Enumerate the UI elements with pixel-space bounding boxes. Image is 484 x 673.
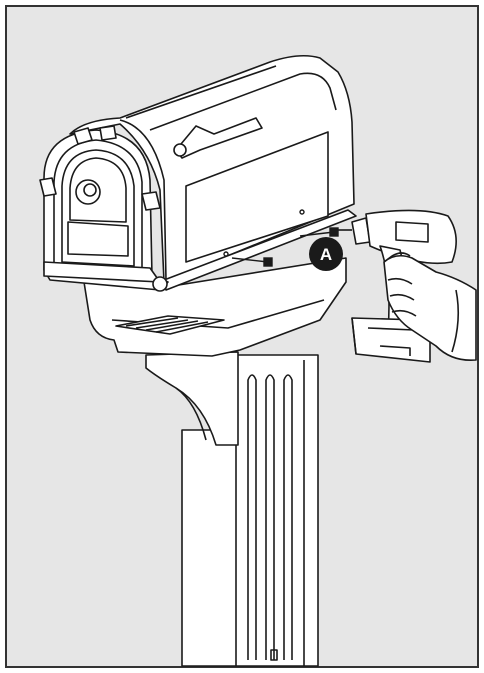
mailbox-door [39, 125, 169, 292]
mailbox-base [83, 257, 347, 357]
hand [383, 252, 477, 362]
callout-a: A [309, 237, 343, 271]
mailbox-body [69, 54, 357, 291]
callout-a-label: A [320, 245, 332, 264]
screws [223, 209, 339, 267]
mailbox-bracket [145, 351, 239, 446]
flag [175, 117, 263, 159]
